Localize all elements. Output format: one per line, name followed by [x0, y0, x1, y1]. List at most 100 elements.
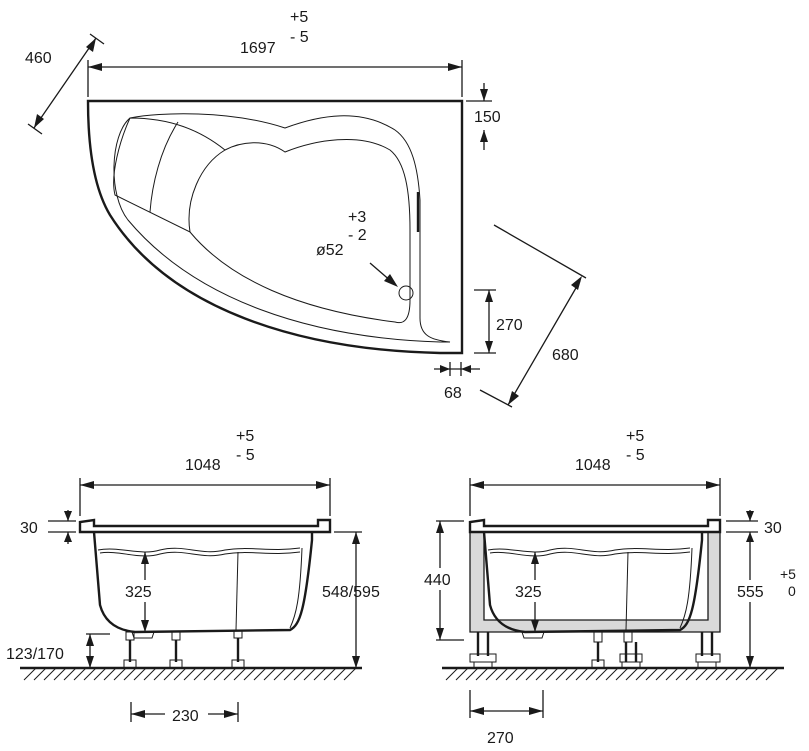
frame-dim-height-value: 440 — [424, 572, 451, 589]
legs-dim-spacing-arrow-b — [224, 710, 238, 718]
frame-dim-spacing-value: 270 — [487, 730, 514, 747]
legs-dim-rim-value: 30 — [20, 520, 38, 537]
dim-top-width-tol-minus: - 5 — [290, 29, 309, 46]
front-view-legs: 1048 +5 - 5 30 325 548/595 123/170 230 — [6, 428, 380, 725]
top-view-inner-step — [189, 139, 411, 324]
frame-dim-total-arrow-b — [746, 656, 754, 668]
legs-tub-body — [92, 531, 314, 634]
frame-support-structure — [469, 531, 721, 633]
frame-leg-center-b — [619, 631, 643, 669]
top-view-headrest — [113, 117, 226, 233]
legs-dim-spacing-value: 230 — [172, 708, 199, 725]
frame-dim-width-line — [469, 478, 721, 516]
dim-left-depth-arrow-b — [86, 38, 96, 52]
frame-dim-height-arrow-a — [436, 521, 444, 533]
frame-tub-body — [482, 531, 704, 634]
legs-dim-width-tol-minus: - 5 — [236, 447, 255, 464]
dim-top-width-line — [87, 60, 463, 97]
legs-rim — [78, 518, 332, 534]
frame-dim-total-tol-plus: +5 — [780, 566, 796, 582]
dim-left-depth-arrow-a — [34, 114, 44, 128]
legs-support-middle — [169, 631, 183, 669]
frame-seat-divider — [625, 551, 629, 631]
drain-circle — [398, 285, 414, 301]
legs-dim-legheight-value: 123/170 — [6, 646, 64, 663]
frame-leg-left — [469, 632, 497, 669]
legs-ground-hatch — [23, 667, 357, 681]
top-view: 1697 +5 - 5 460 150 +3 - 2 ø52 270 68 68… — [25, 9, 587, 408]
drain-tol-plus: +3 — [348, 209, 366, 226]
legs-dim-rim-arrow-b — [64, 532, 72, 542]
drain-leader-arrow — [384, 274, 398, 287]
frame-dim-depth-arrow-b — [531, 620, 539, 632]
dim-top-width-value: 1697 — [240, 40, 276, 57]
legs-dim-spacing-line — [130, 702, 239, 722]
dim-top-width-arrow-left — [88, 63, 102, 71]
frame-dim-height-arrow-b — [436, 628, 444, 640]
legs-support-right — [231, 629, 245, 669]
dim-drain-offset-line — [474, 289, 496, 354]
dim-drain-offset-arrow-a — [485, 290, 493, 302]
frame-dim-rim-arrow-a — [746, 511, 754, 521]
frame-leg-right — [695, 632, 721, 669]
legs-tub-inner-wave — [97, 547, 301, 553]
dim-diagonal-arrow-a — [571, 276, 582, 290]
legs-seat-divider — [235, 551, 239, 631]
legs-dim-width-value: 1048 — [185, 457, 221, 474]
dim-rim-inset-arrow-a — [440, 365, 450, 373]
frame-dim-rim-value: 30 — [764, 520, 782, 537]
frame-dim-spacing-arrow-a — [470, 707, 484, 715]
dim-drain-offset-arrow-b — [485, 341, 493, 353]
dim-rim-height-arrow-b — [480, 130, 488, 142]
legs-dim-width-arrow-b — [316, 481, 330, 489]
frame-dim-width-value: 1048 — [575, 457, 611, 474]
legs-dim-width-arrow-a — [80, 481, 94, 489]
drain-diameter: ø52 — [316, 242, 344, 259]
dim-top-width-tol-plus: +5 — [290, 9, 308, 26]
legs-dim-depth-arrow-a — [141, 552, 149, 564]
drain-tol-minus: - 2 — [348, 227, 367, 244]
legs-dim-spacing-arrow-a — [131, 710, 145, 718]
front-view-frame: 1048 +5 - 5 30 440 325 555 +5 0 270 — [420, 428, 796, 747]
dim-left-depth-value: 460 — [25, 50, 52, 67]
top-view-inner-basin — [113, 113, 451, 343]
frame-tub-inner-wave-2 — [489, 551, 691, 557]
dim-diagonal-value: 680 — [552, 347, 579, 364]
frame-dim-rim-line — [726, 510, 758, 544]
legs-dim-rim-line — [48, 510, 76, 544]
frame-dim-width-tol-plus: +5 — [626, 428, 644, 445]
frame-leg-center-a — [591, 631, 605, 669]
dim-top-width-arrow-right — [448, 63, 462, 71]
legs-dim-total-value: 548/595 — [322, 584, 380, 601]
legs-support-left — [123, 631, 137, 669]
frame-dim-spacing-arrow-b — [529, 707, 543, 715]
frame-dim-total-tol-minus: 0 — [788, 583, 796, 599]
legs-dim-legheight-arrow-a — [86, 634, 94, 646]
dim-rim-inset-arrow-b — [461, 365, 471, 373]
frame-tub-inner-wave — [487, 547, 691, 553]
frame-dim-depth-value: 325 — [515, 584, 542, 601]
legs-drain — [131, 631, 155, 639]
legs-inner-back — [289, 547, 303, 629]
frame-inner-back — [679, 547, 693, 629]
frame-dim-width-tol-minus: - 5 — [626, 447, 645, 464]
legs-dim-total-arrow-a — [352, 532, 360, 544]
dim-rim-height-arrow-a — [480, 89, 488, 101]
legs-dim-legheight-arrow-b — [86, 656, 94, 668]
top-view-headrest-divider — [149, 121, 179, 213]
frame-ground-hatch — [445, 667, 779, 681]
dim-rim-inset-value: 68 — [444, 385, 462, 402]
dim-left-depth-line — [27, 33, 105, 135]
dim-diagonal-arrow-b — [508, 391, 519, 405]
legs-dim-total-line — [334, 531, 362, 668]
frame-dim-rim-arrow-b — [746, 532, 754, 542]
frame-drain — [521, 631, 545, 639]
top-view-outer-outline — [86, 99, 464, 355]
frame-dim-total-value: 555 — [737, 584, 764, 601]
legs-dim-total-arrow-b — [352, 656, 360, 668]
dim-rim-height-value: 150 — [474, 109, 501, 126]
legs-dim-depth-arrow-b — [141, 620, 149, 632]
legs-dim-depth-value: 325 — [125, 584, 152, 601]
frame-dim-width-arrow-a — [470, 481, 484, 489]
